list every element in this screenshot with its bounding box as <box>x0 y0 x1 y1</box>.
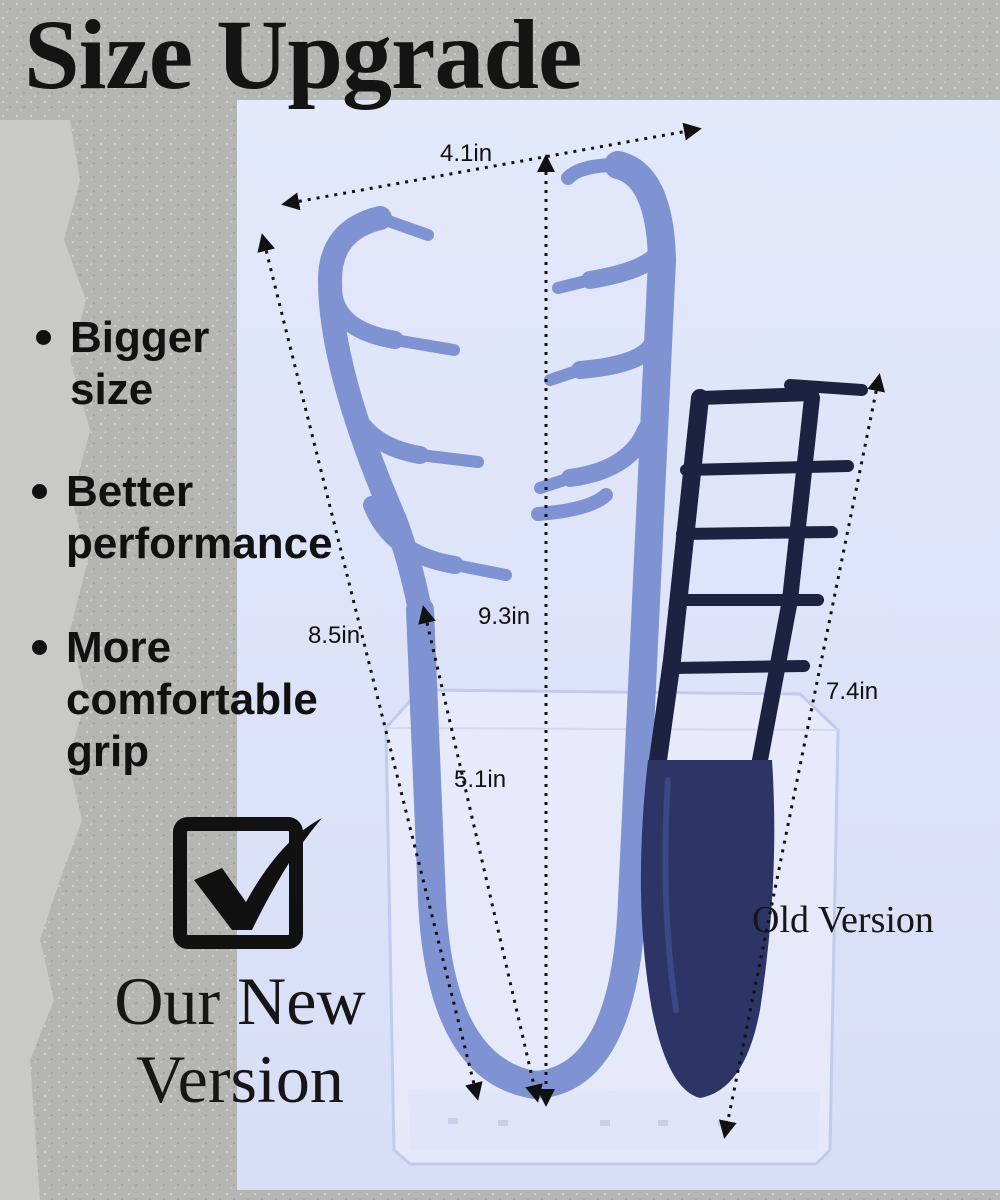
dimension-new-length-label: 9.3in <box>478 603 531 630</box>
dimension-side-length-label: 8.5in <box>308 622 361 649</box>
feature-bigger-size: Bigger size <box>36 312 209 416</box>
dimension-handle-length-label: 5.1in <box>454 766 507 793</box>
old-version-label: Old Version <box>752 899 934 941</box>
dimension-lines <box>257 122 886 1139</box>
page-title: Size Upgrade <box>24 0 582 110</box>
paper-strip <box>0 120 90 1200</box>
bullet-icon <box>32 484 47 499</box>
new-version-label: Our New Version <box>114 963 366 1117</box>
dimension-old-length-label: 7.4in <box>826 678 879 705</box>
bullet-icon <box>36 330 51 345</box>
feature-better-performance: Better performance <box>32 466 333 570</box>
dimension-width-label: 4.1in <box>440 140 493 167</box>
feature-comfortable-grip: More comfortable grip <box>32 622 318 778</box>
checkbox-check-icon <box>173 817 322 949</box>
bullet-icon <box>32 640 47 655</box>
